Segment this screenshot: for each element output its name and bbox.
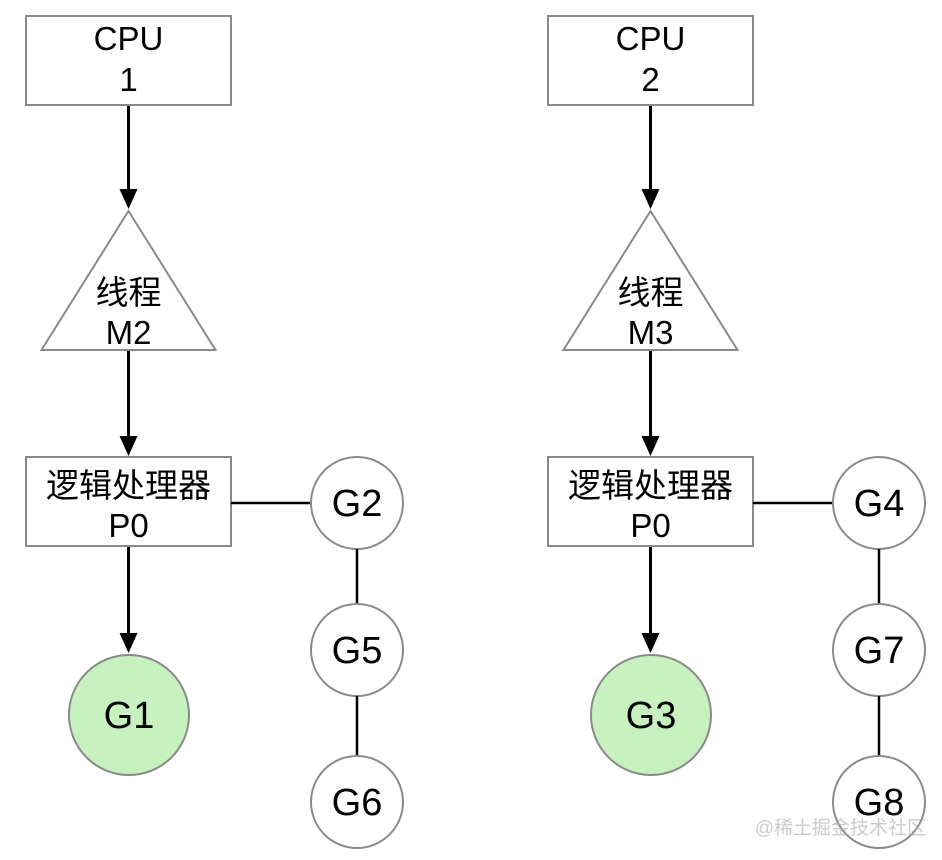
queue-goroutine-label: G5 xyxy=(332,630,383,672)
thread-triangle xyxy=(39,209,218,351)
cpu-label-line1: CPU xyxy=(94,20,164,57)
processor-box xyxy=(547,456,754,547)
cpu-box xyxy=(547,15,754,106)
cpu-label-line1: CPU xyxy=(616,20,686,57)
running-goroutine-circle xyxy=(68,654,190,776)
cpu-box xyxy=(25,15,232,106)
processor-box xyxy=(25,456,232,547)
queue-goroutine-circle xyxy=(832,755,926,849)
queue-goroutine-label: G4 xyxy=(854,483,905,525)
cpu-label-line2: 1 xyxy=(119,61,137,98)
running-goroutine-label: G3 xyxy=(626,695,677,737)
cpu2-column: CPU 2 线程 M3 逻辑处理器 P0 G3 G4 G7 G8 xyxy=(547,15,926,849)
queue-goroutine-label: G8 xyxy=(854,782,905,824)
processor-label-line1: 逻辑处理器 xyxy=(568,467,733,504)
queue-goroutine-label: G7 xyxy=(854,630,905,672)
running-goroutine-circle xyxy=(590,654,712,776)
queue-goroutine-circle xyxy=(310,755,404,849)
processor-label-line2: P0 xyxy=(630,507,670,544)
watermark: @稀土掘金技术社区 xyxy=(755,817,926,839)
thread-label-line2: M2 xyxy=(106,314,152,351)
queue-goroutine-label: G6 xyxy=(332,782,383,824)
thread-label-line1: 线程 xyxy=(618,274,684,311)
queue-goroutine-label: G2 xyxy=(332,483,383,525)
running-goroutine-label: G1 xyxy=(104,695,155,737)
cpu1-column: CPU 1 线程 M2 逻辑处理器 P0 G1 G2 G5 G6 xyxy=(25,15,404,849)
processor-label-line1: 逻辑处理器 xyxy=(46,467,211,504)
cpu-label-line2: 2 xyxy=(641,61,659,98)
processor-label-line2: P0 xyxy=(108,507,148,544)
thread-label-line1: 线程 xyxy=(96,274,162,311)
thread-triangle xyxy=(561,209,740,351)
thread-label-line2: M3 xyxy=(628,314,674,351)
